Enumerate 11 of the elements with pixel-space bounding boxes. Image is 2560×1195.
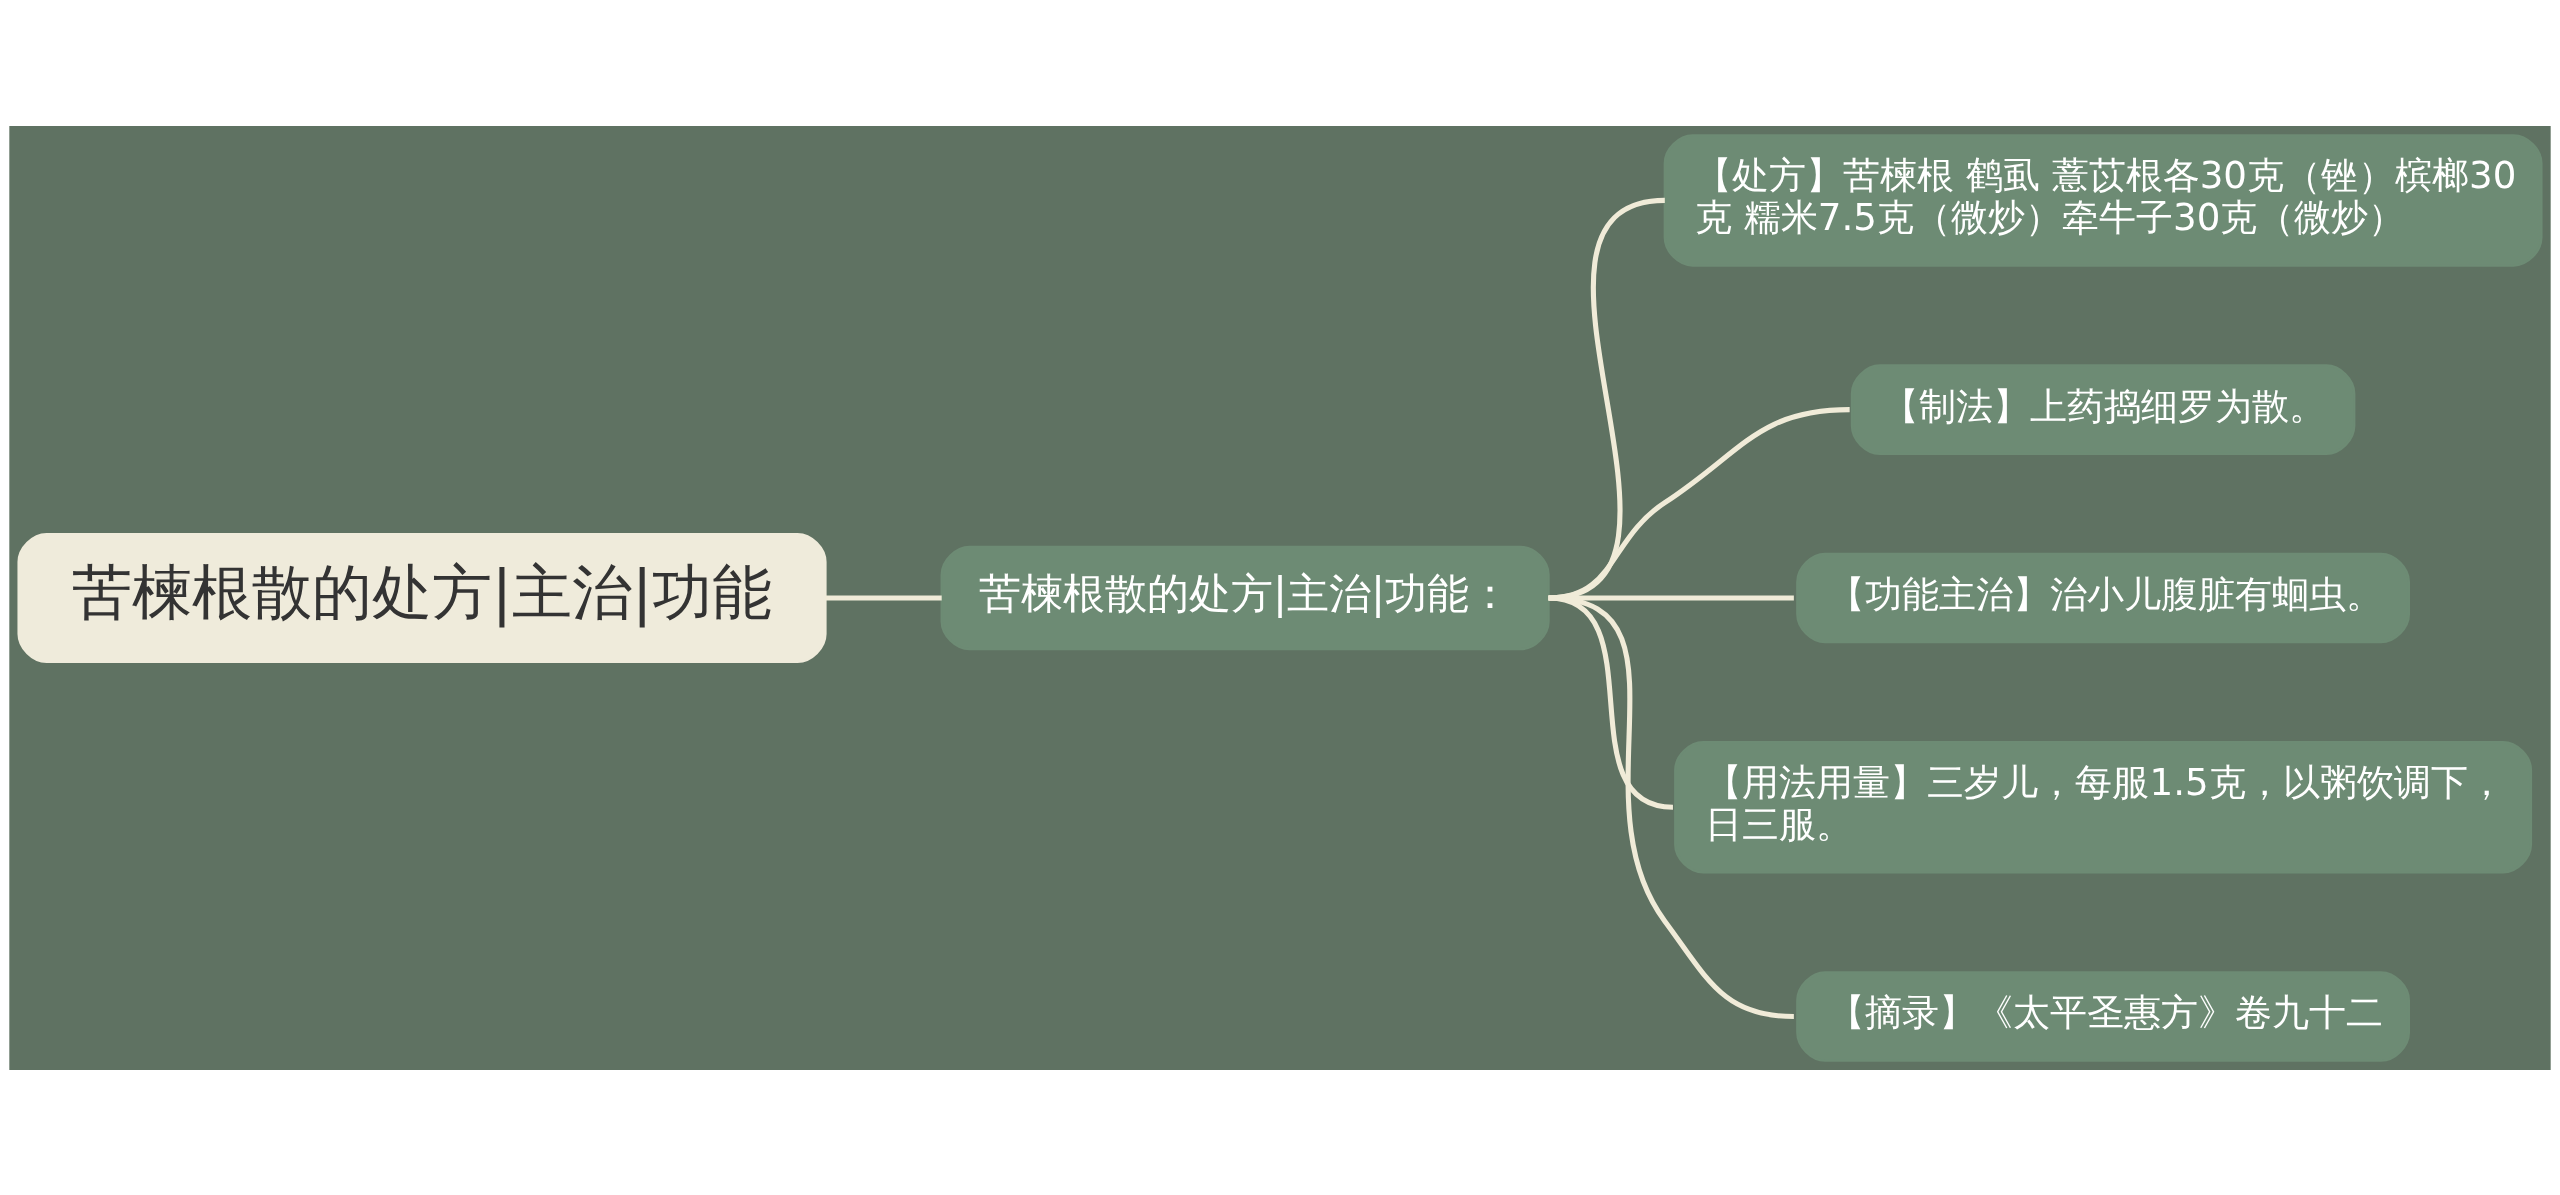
connector bbox=[825, 594, 942, 601]
node-box: 【摘录】《太平圣惠方》卷九十二 bbox=[1796, 970, 2410, 1062]
node-box: 苦楝根散的处方|主治|功能： bbox=[940, 545, 1550, 650]
node-box: 【处方】苦楝根 鹤虱 薏苡根各30克（锉）槟榔30克 糯米7.5克（微炒）牵牛子30克（微炒） bbox=[1663, 133, 2543, 267]
node-box: 【制法】上药捣细罗为散。 bbox=[1850, 363, 2356, 455]
node-box: 【功能主治】治小儿腹脏有蛔虫。 bbox=[1796, 552, 2410, 643]
connector bbox=[1548, 406, 1850, 601]
node-box: 苦楝根散的处方|主治|功能 bbox=[17, 532, 827, 663]
connector bbox=[1548, 594, 1794, 601]
connector bbox=[1548, 594, 1794, 1019]
node-box: 【用法用量】三岁儿，每服1.5克，以粥饮调下，日三服。 bbox=[1674, 740, 2533, 874]
